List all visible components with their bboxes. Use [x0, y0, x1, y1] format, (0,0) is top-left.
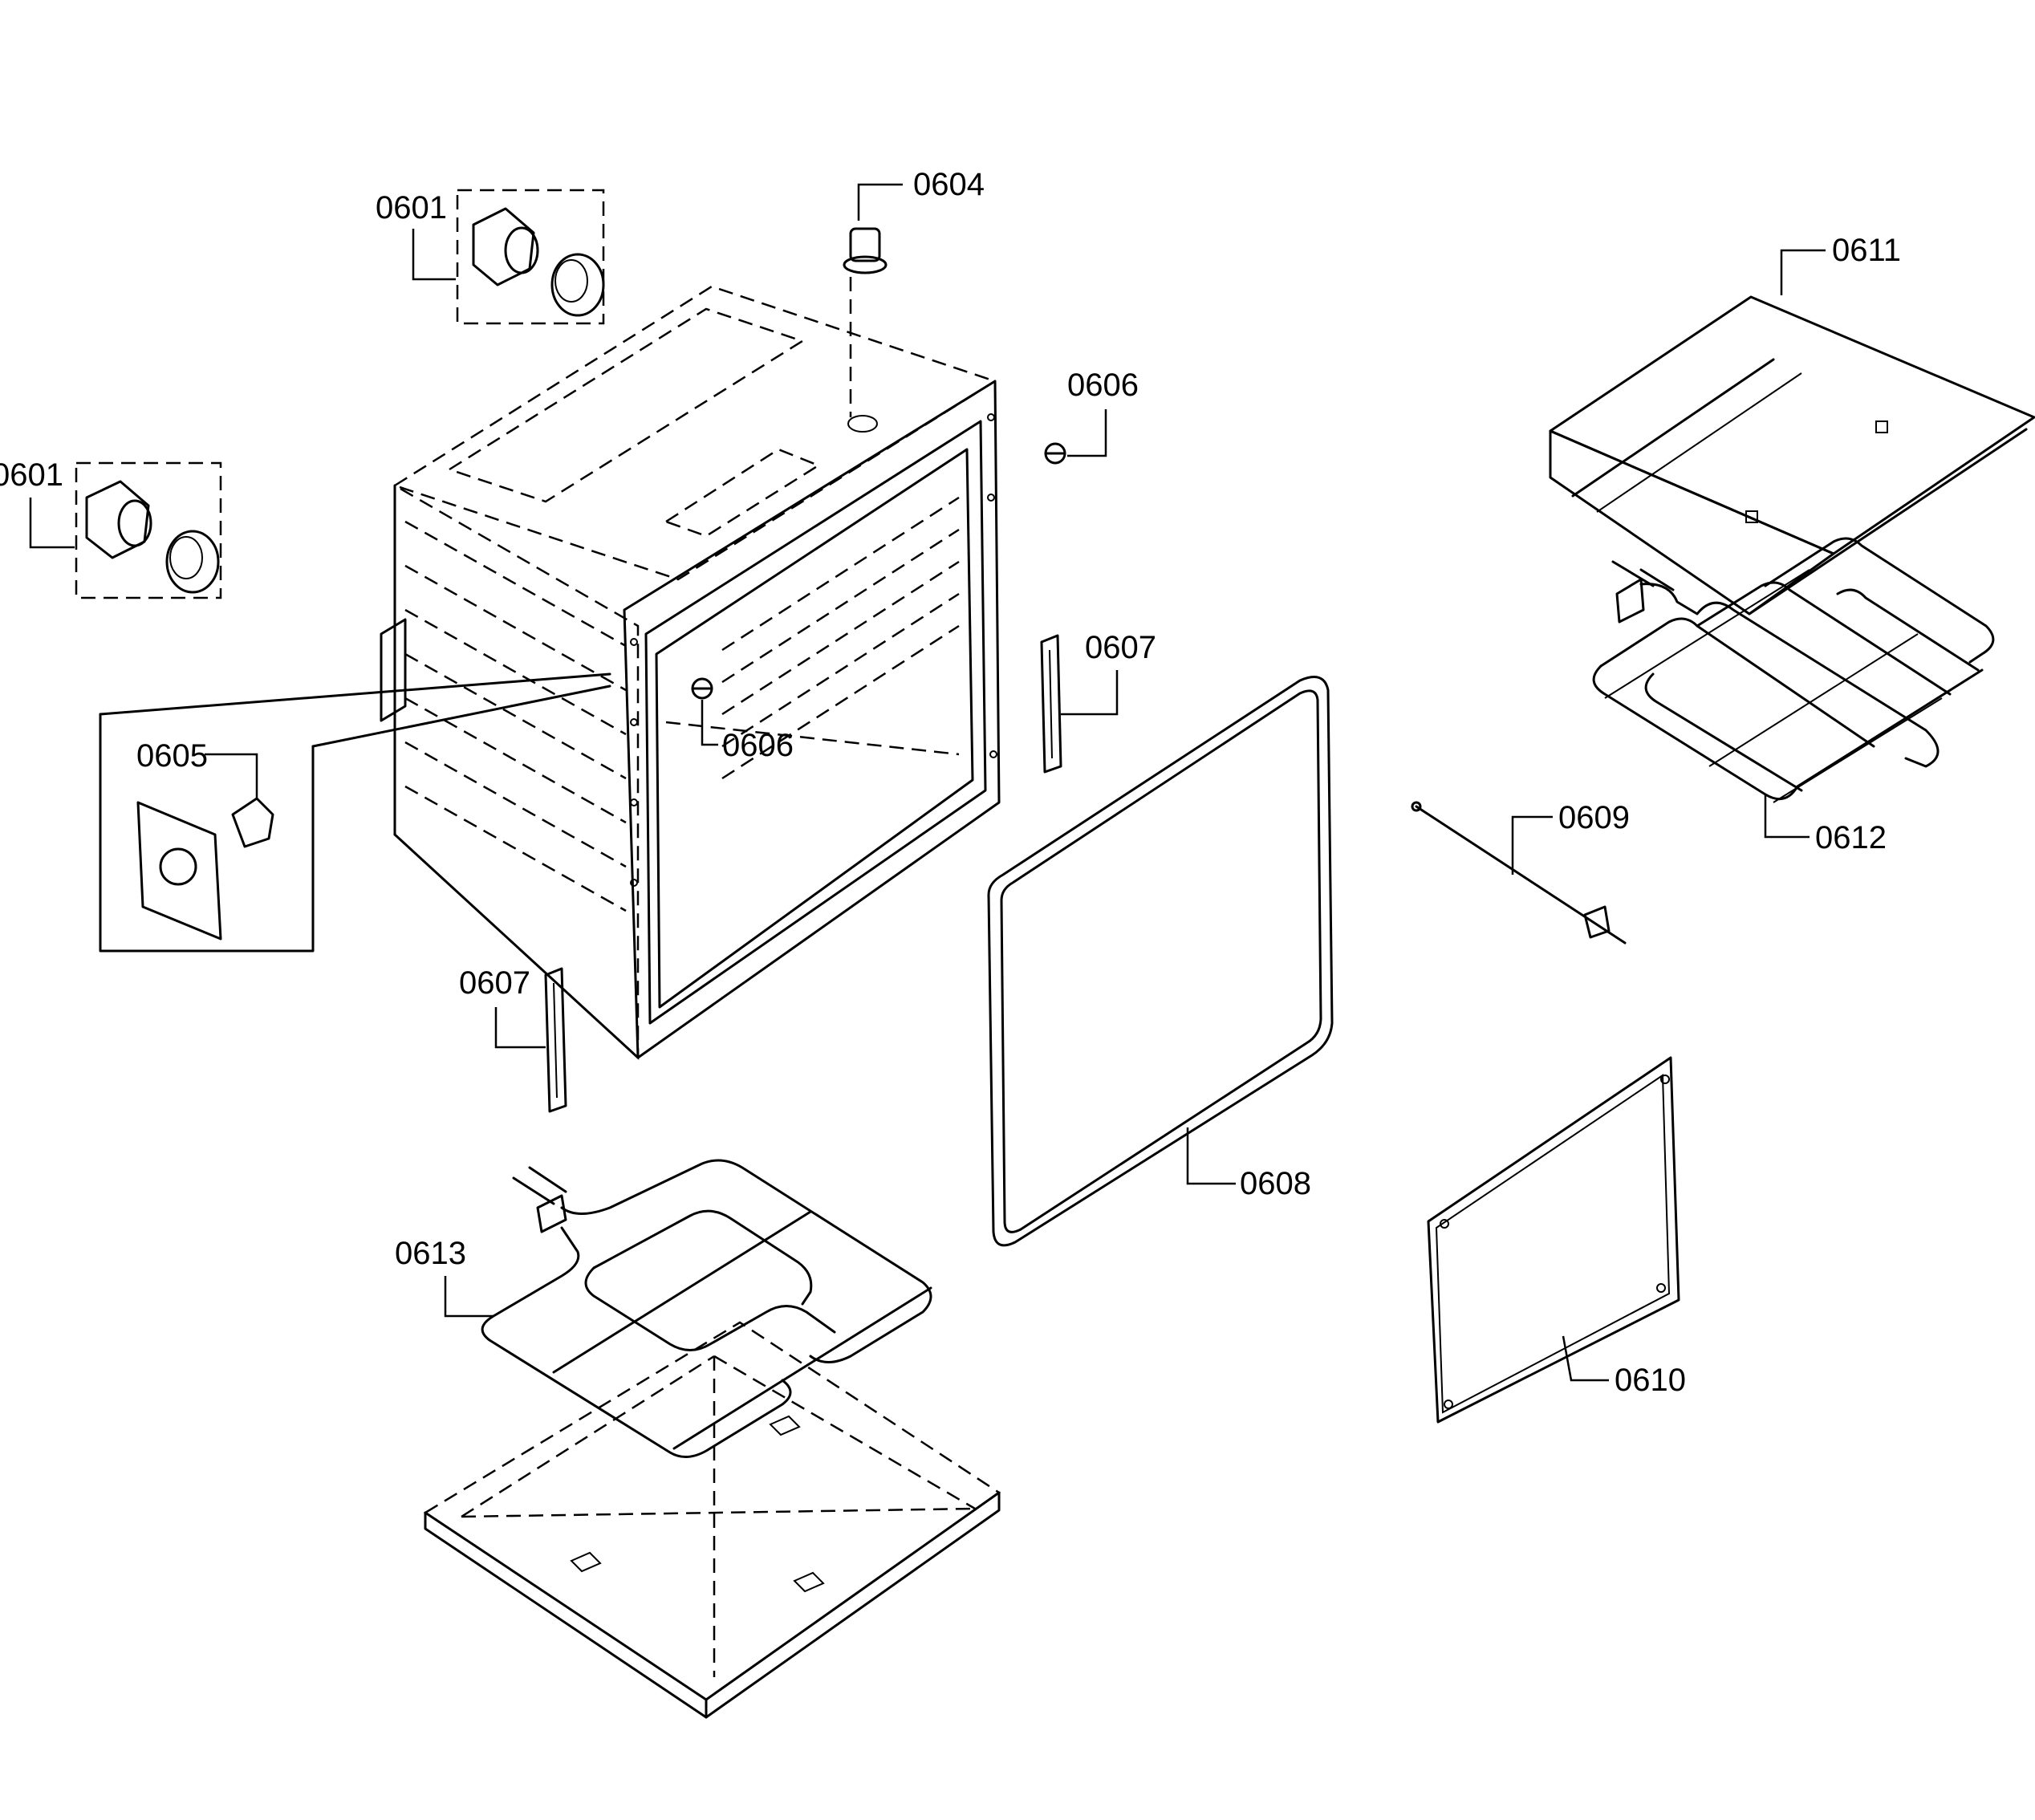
label-bake-element: 0613	[395, 1236, 466, 1271]
label-rail-left: 0607	[459, 965, 530, 1001]
label-part-0604: 0604	[913, 167, 985, 202]
heating-element-0612: 0612	[1592, 537, 1995, 855]
label-door-seal: 0608	[1240, 1166, 1311, 1201]
panel-0610: 0610	[1427, 1056, 1686, 1424]
label-cover: 0611	[1832, 233, 1901, 268]
vent-plug-0604: 0604	[843, 167, 985, 417]
oven-cavity	[380, 285, 1001, 1060]
screw-0606-outer: 0606	[1044, 368, 1139, 465]
detail-box-0605: 0605	[99, 672, 611, 953]
lamp-assembly-left: 0601	[0, 457, 222, 599]
label-lamp-left: 0601	[0, 457, 63, 493]
label-lamp-upper: 0601	[376, 190, 447, 225]
cover-0611: 0611	[1549, 233, 2035, 615]
rail-0607-right: 0607	[1040, 630, 1156, 774]
label-screw-outer: 0606	[1067, 368, 1139, 403]
label-sensor: 0609	[1558, 800, 1630, 835]
base-panel	[423, 1321, 1001, 1719]
label-upper-element: 0612	[1815, 820, 1887, 855]
rail-0607-left: 0607	[459, 965, 567, 1113]
lamp-assembly-upper: 0601	[376, 189, 605, 325]
label-screw-inner: 0606	[722, 728, 794, 763]
screw-0606-inner: 0606	[691, 677, 794, 763]
label-part-0605: 0605	[136, 738, 208, 774]
label-rail-right: 0607	[1085, 630, 1156, 665]
bake-element-0613: 0613	[395, 1159, 932, 1458]
label-panel: 0610	[1615, 1363, 1686, 1398]
door-seal-0608: 0608	[987, 676, 1334, 1247]
sensor-0609: 0609	[1411, 800, 1630, 945]
